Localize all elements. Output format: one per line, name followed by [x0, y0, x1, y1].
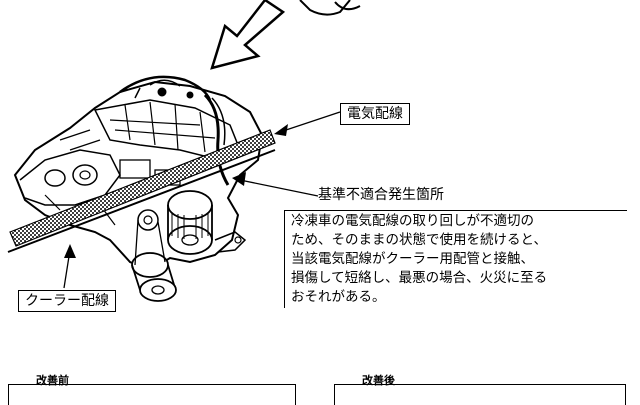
engine-illustration [13, 75, 264, 302]
top-part-illustration [299, 0, 361, 16]
after-panel [334, 384, 626, 405]
cooler-pipe-band [9, 129, 276, 247]
defect-location-label: 基準不適合発生箇所 [318, 187, 444, 203]
down-left-arrow [210, 0, 286, 70]
after-section-label: 改善後 [362, 374, 395, 387]
note-line: 冷凍車の電気配線の取り回しが不適切の [291, 213, 534, 229]
note-line: 損傷して短絡し、最悪の場合、火災に至る [291, 270, 548, 286]
before-section-label: 改善前 [36, 374, 69, 387]
before-panel [8, 384, 296, 405]
note-line: 当該電気配線がクーラー用配管と接触、 [291, 251, 534, 267]
defect-explanation-note: 冷凍車の電気配線の取り回しが不適切の ため、そのままの状態で使用を続けると、 当… [284, 210, 627, 308]
note-line: ため、そのままの状態で使用を続けると、 [291, 232, 547, 248]
cooler-wiring-label: クーラー配線 [18, 290, 116, 312]
note-line: おそれがある。 [291, 289, 386, 305]
electric-wiring-label: 電気配線 [340, 103, 410, 125]
cooler-wiring-line [7, 149, 276, 253]
leader-arrowheads [64, 124, 288, 258]
